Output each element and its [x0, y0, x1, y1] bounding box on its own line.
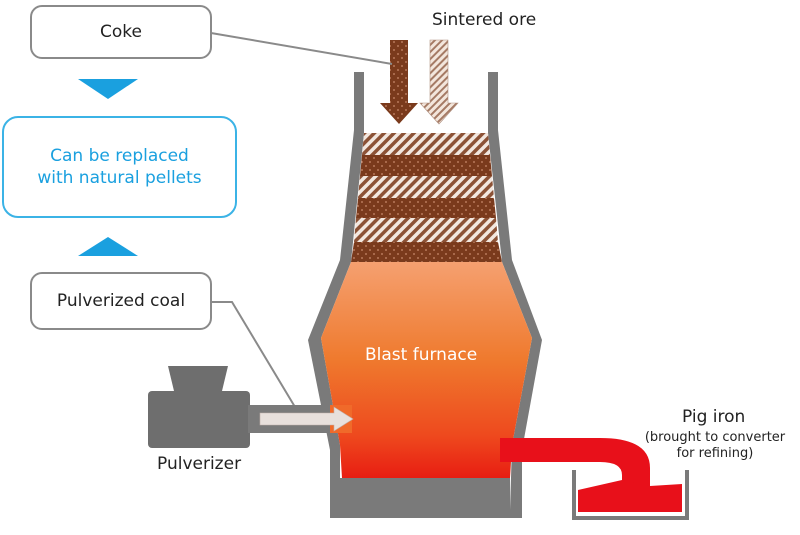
tapping-channel	[500, 438, 650, 492]
ore-down-arrow-icon	[380, 40, 418, 124]
ore-layer-3	[351, 242, 502, 262]
pig-iron-label: Pig iron	[682, 407, 746, 427]
coke-label: Coke	[100, 22, 142, 42]
up-triangle-icon	[78, 237, 138, 256]
pig-iron-pool	[578, 480, 682, 512]
pulverizer-hopper	[168, 366, 228, 391]
pig-iron-note-line-1: (brought to converter	[644, 430, 786, 445]
replacement-line-2: with natural pellets	[37, 168, 202, 188]
pulverized-coal-box: Pulverized coal	[30, 272, 212, 330]
coke-layer-3	[354, 218, 498, 242]
down-triangle-icon	[78, 79, 138, 99]
ore-layer-1	[360, 155, 492, 176]
ladle	[572, 470, 689, 520]
furnace-hearth	[340, 478, 510, 510]
pulverizer-body	[148, 391, 250, 448]
pig-iron-note-line-2: for refining)	[676, 446, 754, 461]
furnace-interior	[321, 262, 532, 478]
coke-layer-2	[358, 176, 494, 198]
blast-furnace-label: Blast furnace	[365, 345, 478, 365]
coke-down-arrow-icon	[419, 39, 459, 125]
injection-arrow-icon	[259, 406, 354, 432]
replacement-line-1: Can be replaced	[50, 146, 189, 166]
ore-layer-2	[356, 198, 496, 218]
coal-connector	[211, 301, 299, 413]
coke-layer-1	[362, 133, 490, 155]
pig-iron-note: (brought to converter for refining)	[640, 430, 790, 462]
furnace-wall	[308, 72, 542, 518]
charging-zone	[364, 72, 488, 133]
sintered-ore-label: Sintered ore	[432, 10, 537, 30]
coke-box: Coke	[30, 5, 212, 59]
pulverized-coal-label: Pulverized coal	[56, 291, 186, 311]
pulverizer-label: Pulverizer	[157, 454, 242, 474]
coke-connector	[210, 32, 393, 65]
replacement-box: Can be replaced with natural pellets	[2, 116, 237, 218]
